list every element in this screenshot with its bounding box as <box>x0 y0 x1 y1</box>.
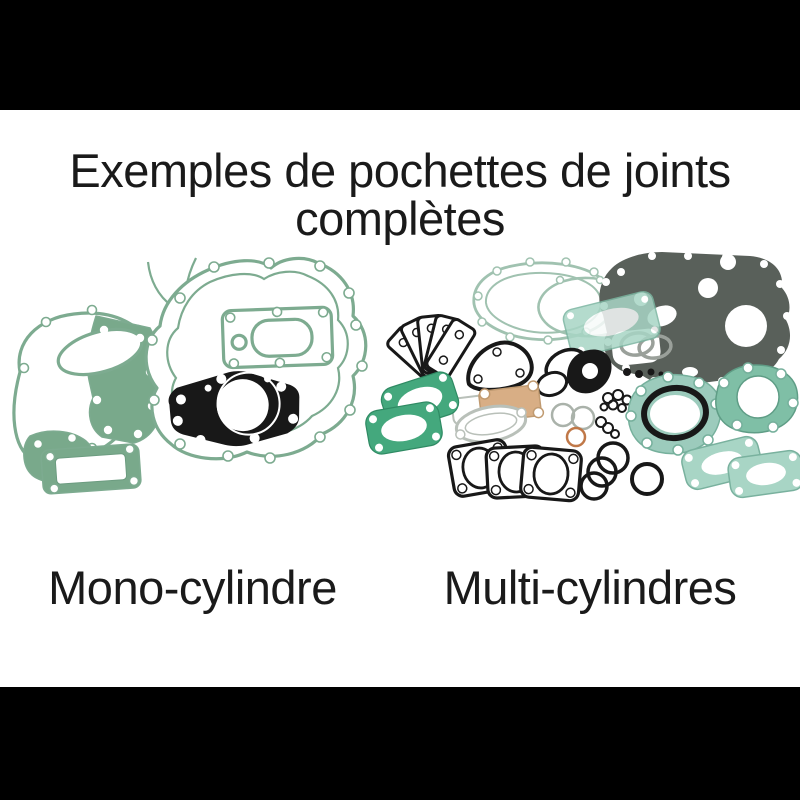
clutch-cover-gasket-teal <box>562 290 661 358</box>
cylinder-head-gasket-teal <box>625 371 722 456</box>
base-gaskets-teal <box>681 435 800 499</box>
o-rings <box>579 441 664 501</box>
cylinder-head-gasket-black <box>168 371 300 447</box>
mono-cylinder-label: Mono-cylindre <box>48 561 337 614</box>
multi-cylinder-label: Multi-cylindres <box>443 561 737 614</box>
top-letterbox-bar <box>0 0 800 110</box>
mono-cylinder-kit-image <box>12 256 368 495</box>
reed-valve-gasket <box>40 443 142 495</box>
cylinder-base-gaskets-black <box>446 438 583 503</box>
rubber-caps <box>623 368 664 378</box>
bottom-letterbox-bar <box>0 687 800 800</box>
oval-cover-gasket <box>454 404 528 444</box>
multi-cylinder-kit-image <box>365 252 800 503</box>
o-ring-large <box>641 384 709 442</box>
cylinder-base-gasket <box>220 305 335 370</box>
washer-pale <box>550 402 576 428</box>
washer-pale <box>570 405 596 431</box>
triangular-cover-gasket <box>466 340 534 392</box>
small-black-gaskets <box>535 347 612 398</box>
reed-gasket-fan <box>386 313 477 382</box>
cylinder-base-gaskets-green <box>365 371 460 455</box>
cylinder-head-gasket-teal-right <box>715 362 799 434</box>
page-title: Exemples de pochettes de joints complète… <box>69 144 731 245</box>
copper-washer <box>565 426 587 448</box>
